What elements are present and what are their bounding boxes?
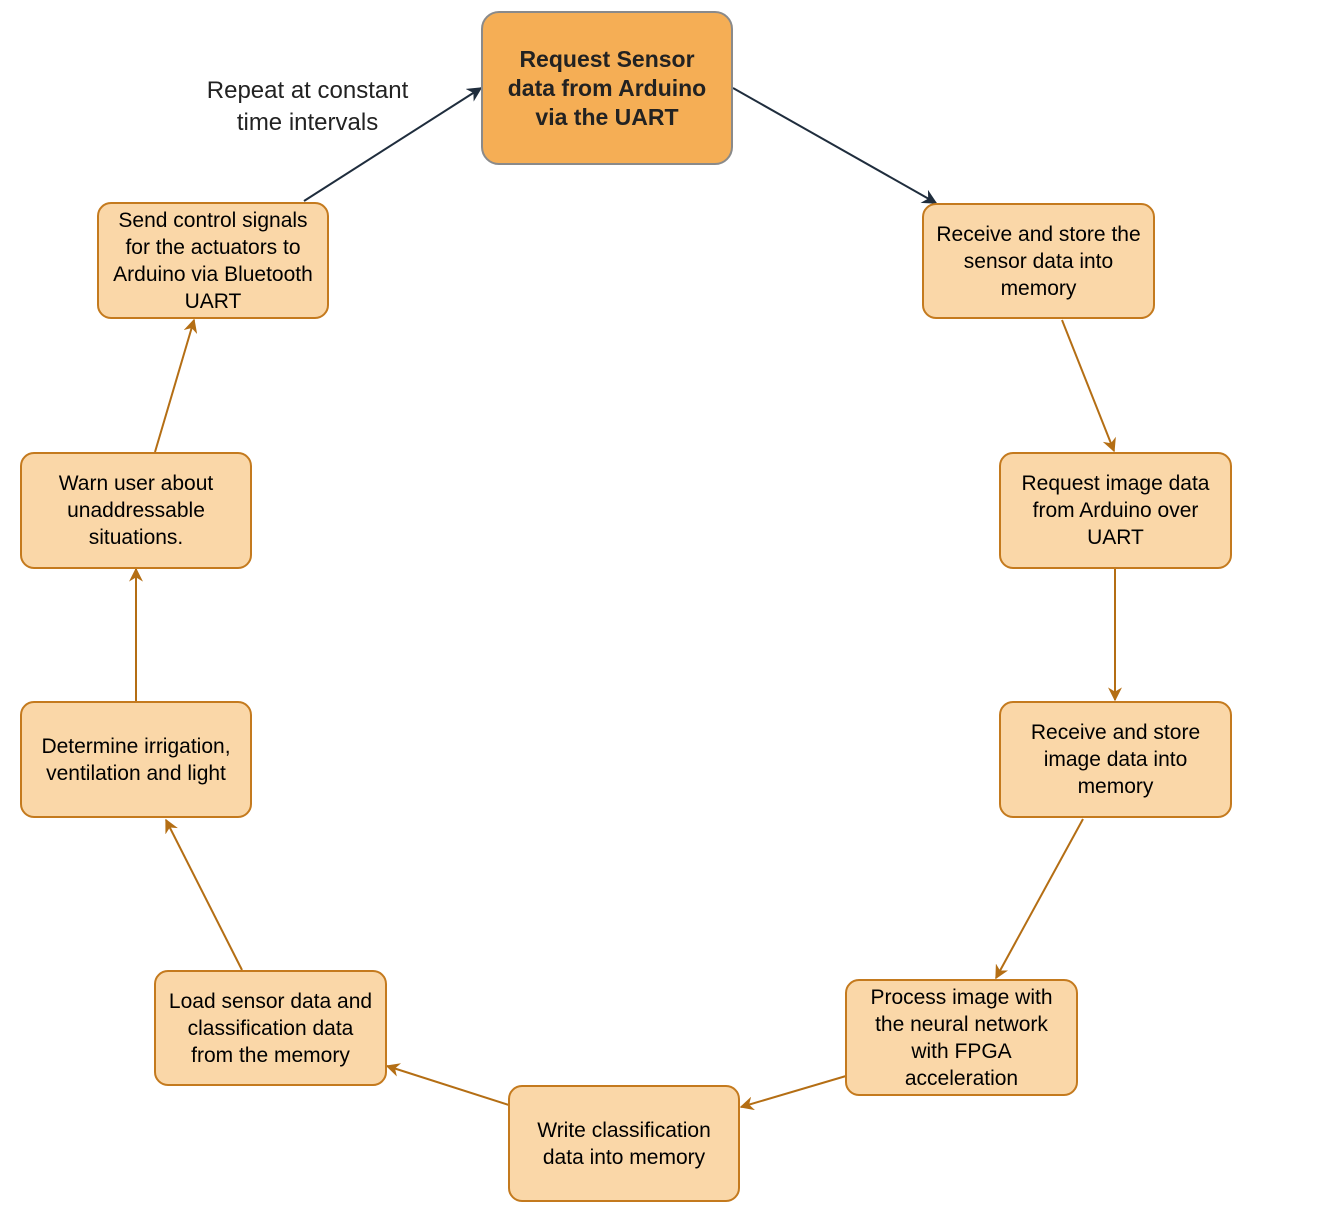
node-write-classification-data: Write classification data into memory [508,1085,740,1202]
node-receive-store-sensor-data: Receive and store the sensor data into m… [922,203,1155,319]
node-determine-irrigation: Determine irrigation, ventilation and li… [20,701,252,818]
arrow-write-class-to-load-data [385,1063,510,1106]
node-request-image-data: Request image data from Arduino over UAR… [999,452,1232,569]
node-process-image-neural-network: Process image with the neural network wi… [845,979,1078,1096]
arrow-receive-image-to-process-image [995,818,1084,980]
arrow-start-to-receive-sensor [732,87,938,204]
arrow-process-image-to-write-class [739,1075,847,1111]
node-request-sensor-data: Request Sensor data from Arduino via the… [481,11,733,165]
node-send-control-signals: Send control signals for the actuators t… [97,202,329,319]
node-warn-user: Warn user about unaddressable situations… [20,452,252,569]
arrow-load-data-to-determine [165,818,243,971]
arrow-send-control-to-start [303,87,483,202]
arrow-receive-sensor-to-request-image [1061,319,1116,453]
edge-label-repeat: Repeat at constant time intervals [206,77,409,136]
node-receive-store-image-data: Receive and store image data into memory [999,701,1232,818]
node-load-sensor-classification-data: Load sensor data and classification data… [154,970,387,1086]
arrow-warn-to-send-control [154,318,198,453]
